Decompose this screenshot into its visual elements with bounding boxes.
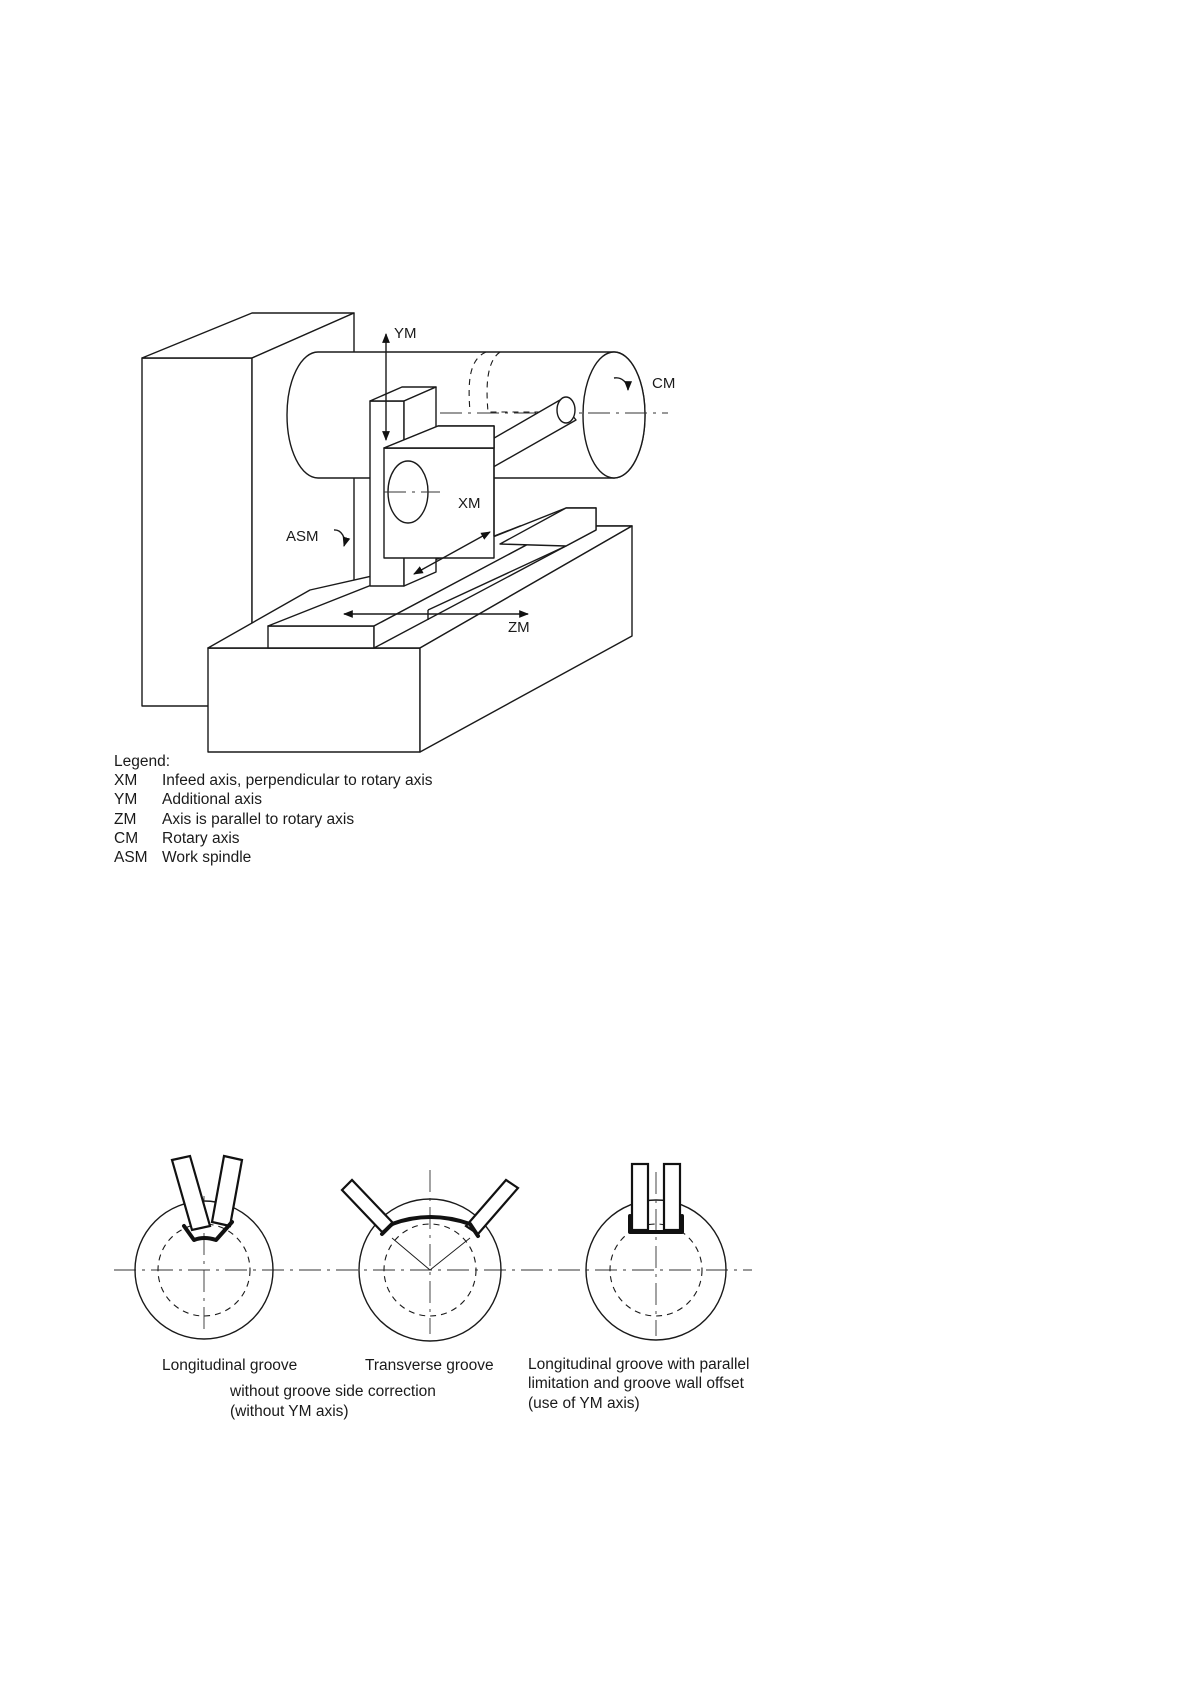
legend-text: Work spindle [162, 849, 252, 867]
legend-key: YM [114, 791, 138, 809]
legend-row: ZM Axis is parallel to rotary axis [114, 810, 433, 829]
legend-text: Rotary axis [162, 829, 240, 847]
caption-transverse: Transverse groove [365, 1357, 494, 1374]
legend-key: ZM [114, 810, 137, 828]
spindle-shaft [469, 396, 577, 471]
legend-key: CM [114, 829, 139, 847]
groove-longitudinal [134, 1154, 274, 1340]
legend-text: Axis is parallel to rotary axis [162, 810, 355, 828]
axis-label-xm: XM [458, 495, 481, 512]
caption-parallel-line3: (use of YM axis) [528, 1395, 640, 1412]
grinding-machine-figure: YM CM XM ASM ZM [141, 312, 675, 753]
caption-parallel-line1: Longitudinal groove with parallel [528, 1356, 749, 1373]
legend-text: Infeed axis, perpendicular to rotary axi… [162, 772, 433, 790]
legend-row: ASM Work spindle [114, 848, 433, 867]
groove-parallel [585, 1162, 727, 1341]
asm-rotation-arrow [333, 529, 351, 547]
legend-key: ASM [114, 849, 148, 867]
legend-row: XM Infeed axis, perpendicular to rotary a… [114, 771, 433, 790]
cm-rotation-arrow [613, 377, 633, 391]
axis-label-zm: ZM [508, 619, 530, 636]
caption-shared-line2: (without YM axis) [230, 1403, 349, 1420]
axis-label-cm: CM [652, 375, 675, 392]
caption-shared-line1: without groove side correction [229, 1383, 436, 1400]
caption-parallel-line2: limitation and groove wall offset [528, 1375, 745, 1392]
xm-axis-arrow [413, 531, 491, 575]
legend-title: Legend: [114, 753, 171, 770]
groove-transverse [340, 1170, 520, 1342]
caption-longitudinal: Longitudinal groove [162, 1357, 297, 1374]
legend-text: Additional axis [162, 791, 262, 809]
legend-key: XM [114, 772, 138, 790]
groove-figure: Longitudinal groove Transverse groove wi… [114, 1154, 752, 1420]
wheelhead [383, 425, 495, 559]
legend-row: CM Rotary axis [114, 829, 433, 848]
legend-row: YM Additional axis [114, 790, 433, 809]
axis-label-ym: YM [394, 325, 417, 342]
axis-label-asm: ASM [286, 528, 319, 545]
legend: Legend: XM Infeed axis, perpendicular to … [114, 752, 433, 867]
